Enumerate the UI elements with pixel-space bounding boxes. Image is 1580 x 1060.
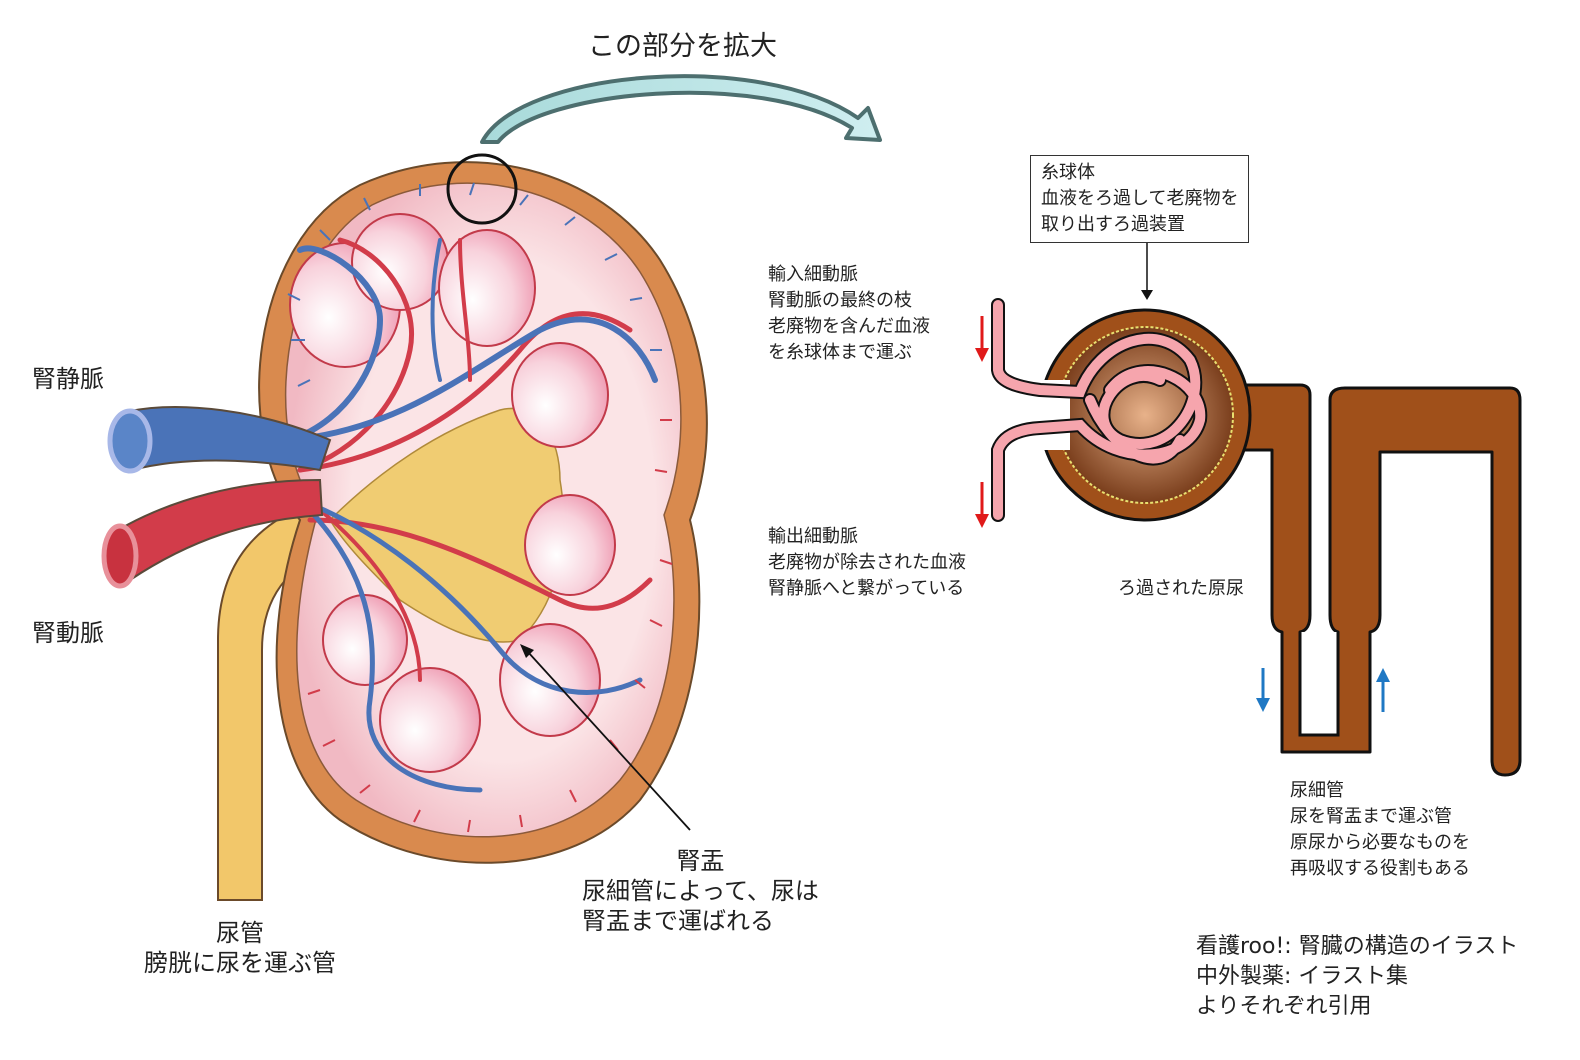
renal-pelvis-name: 腎盂	[676, 847, 725, 875]
afferent-flow-arrow-icon	[975, 316, 989, 362]
renal-pelvis-desc-1: 尿細管によって、尿は	[582, 877, 819, 905]
glomerulus-desc-2: 取り出すろ過装置	[1041, 214, 1185, 235]
renal-artery-label: 腎動脈	[32, 619, 104, 647]
renal-vein-label: 腎静脈	[32, 365, 104, 393]
credit-line: 看護roo!: 腎臓の構造のイラスト	[1196, 934, 1519, 959]
tubule-name: 尿細管	[1290, 780, 1344, 801]
ureter-name: 尿管	[216, 919, 264, 947]
afferent-line: を糸球体まで運ぶ	[768, 342, 912, 363]
glomerulus-name: 糸球体	[1041, 162, 1095, 183]
renal-artery-shape	[116, 478, 324, 582]
ascending-flow-arrow-icon	[1376, 668, 1390, 712]
glomerulus-callout: 糸球体 血液をろ過して老廃物を 取り出すろ過装置	[1030, 155, 1250, 243]
efferent-line: 腎静脈へと繋がっている	[768, 578, 965, 599]
renal-pyramids	[289, 213, 616, 773]
efferent-arteriole-label: 輸出細動脈 老廃物が除去された血液 腎静脈へと繋がっている	[768, 524, 966, 602]
tubule-line: 再吸収する役割もある	[1290, 858, 1470, 879]
renal-pelvis-desc-2: 腎盂まで運ばれる	[582, 907, 774, 935]
renal-vein-lumen	[107, 408, 153, 474]
renal-tubule-label: 尿細管 尿を腎盂まで運ぶ管 原尿から必要なものを 再吸収する役割もある	[1290, 778, 1470, 882]
afferent-arteriole-label: 輸入細動脈 腎動脈の最終の枝 老廃物を含んだ血液 を糸球体まで運ぶ	[768, 262, 930, 366]
tubule-line: 尿を腎盂まで運ぶ管	[1290, 806, 1452, 827]
diagram-title: この部分を拡大	[588, 31, 777, 62]
renal-pelvis-label: 腎盂 尿細管によって、尿は 腎盂まで運ばれる	[582, 846, 819, 936]
afferent-line: 老廃物を含んだ血液	[768, 316, 930, 337]
credit-line: 中外製薬: イラスト集	[1196, 964, 1408, 989]
afferent-line: 腎動脈の最終の枝	[768, 290, 912, 311]
glomerular-capillaries	[991, 298, 1208, 522]
renal-artery-lumen	[101, 523, 139, 589]
pelvis-pointer-arrow	[520, 644, 691, 831]
renal-vein-shape	[123, 406, 332, 472]
efferent-flow-arrow-icon	[975, 482, 989, 528]
efferent-line: 老廃物が除去された血液	[768, 552, 966, 573]
efferent-name: 輸出細動脈	[768, 526, 858, 547]
ureter-desc: 膀胱に尿を運ぶ管	[144, 949, 336, 977]
credit-line: よりそれぞれ引用	[1196, 994, 1372, 1019]
glomerulus-desc-1: 血液をろ過して老廃物を	[1041, 188, 1239, 209]
magnify-arrow-icon	[480, 74, 882, 144]
renal-tubule-shape	[1208, 383, 1522, 777]
nephron-illustration	[975, 241, 1522, 777]
descending-flow-arrow-icon	[1256, 668, 1270, 712]
tubule-line: 原尿から必要なものを	[1290, 832, 1470, 853]
afferent-name: 輸入細動脈	[768, 264, 858, 285]
magnify-circle	[446, 153, 518, 225]
cortex-capillaries	[287, 182, 673, 833]
ureter-label: 尿管 膀胱に尿を運ぶ管	[144, 918, 336, 978]
kidney-illustration	[101, 153, 708, 901]
credits: 看護roo!: 腎臓の構造のイラスト 中外製薬: イラスト集 よりそれぞれ引用	[1196, 932, 1518, 1022]
primary-urine-label: ろ過された原尿	[1118, 578, 1244, 599]
renal-vessels	[287, 237, 658, 793]
